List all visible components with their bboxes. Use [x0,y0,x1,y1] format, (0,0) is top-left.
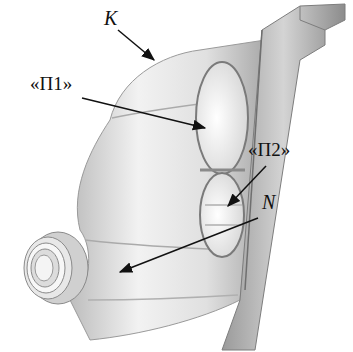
part-label: «П1» [30,74,72,93]
part-label: «П2» [248,140,290,159]
part-label: K [104,8,117,28]
part-label: N [262,192,275,212]
